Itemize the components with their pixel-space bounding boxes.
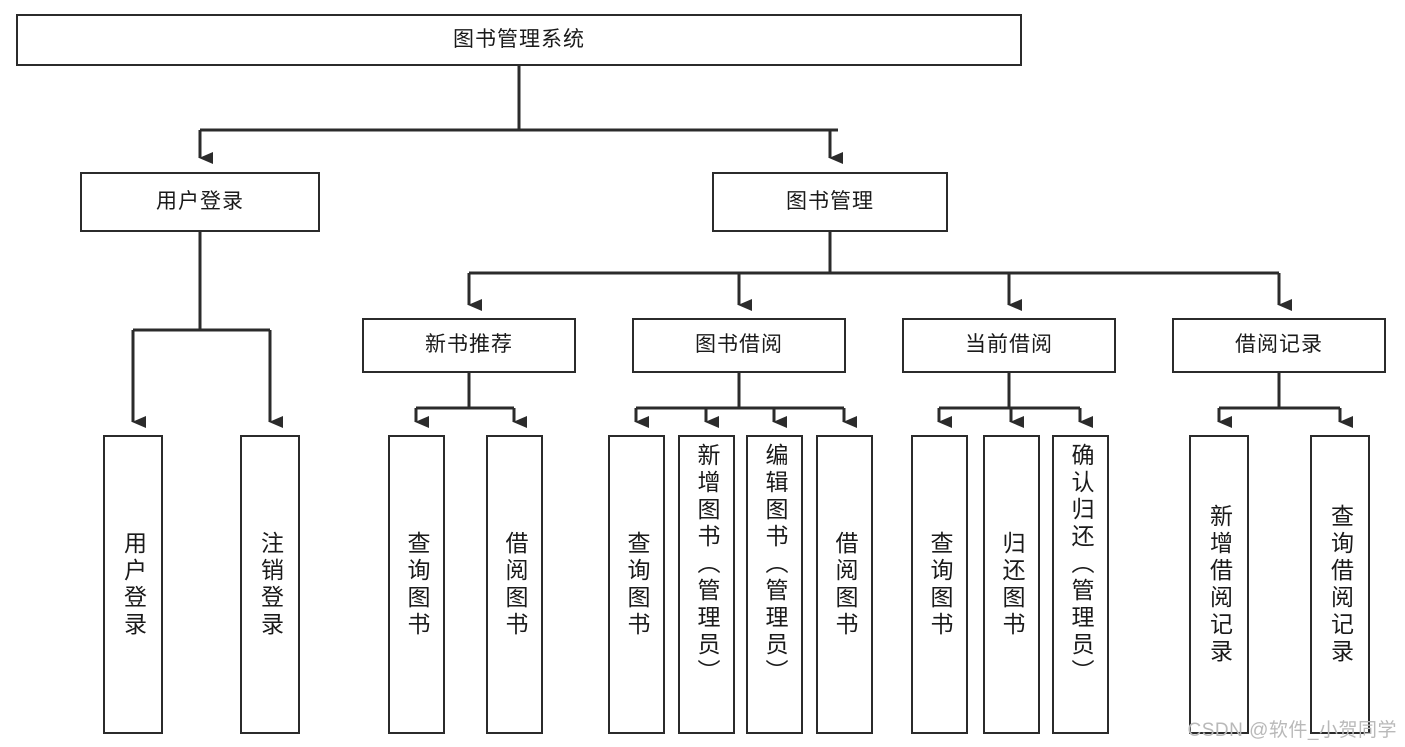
node-leaf-query-borrow-record[interactable]: 查询借阅记录 bbox=[1310, 435, 1370, 734]
node-leaf-add-borrow-record-label: 新增借阅记录 bbox=[1206, 503, 1233, 666]
node-leaf-borrow-book-1[interactable]: 借阅图书 bbox=[486, 435, 543, 734]
csdn-watermark: CSDN @软件_小贺同学 bbox=[1187, 720, 1397, 741]
node-leaf-query-book-1[interactable]: 查询图书 bbox=[388, 435, 445, 734]
node-root[interactable]: 图书管理系统 bbox=[16, 14, 1022, 66]
node-leaf-user-logout-label: 注销登录 bbox=[257, 530, 284, 639]
node-leaf-user-login[interactable]: 用户登录 bbox=[103, 435, 163, 734]
node-book-borrow-label: 图书借阅 bbox=[695, 333, 783, 357]
node-leaf-add-book-admin[interactable]: 新增图书（管理员） bbox=[678, 435, 735, 734]
node-borrow-record[interactable]: 借阅记录 bbox=[1172, 318, 1386, 373]
node-leaf-return-book-label: 归还图书 bbox=[999, 530, 1025, 639]
node-user-login-label: 用户登录 bbox=[156, 189, 244, 213]
node-leaf-query-book-2[interactable]: 查询图书 bbox=[608, 435, 665, 734]
node-leaf-user-logout[interactable]: 注销登录 bbox=[240, 435, 300, 734]
node-current-borrow-label: 当前借阅 bbox=[965, 333, 1053, 357]
node-leaf-confirm-return-admin-label: 确认归还（管理员） bbox=[1068, 443, 1094, 686]
node-current-borrow[interactable]: 当前借阅 bbox=[902, 318, 1116, 373]
node-book-manage-label: 图书管理 bbox=[786, 189, 874, 213]
node-borrow-record-label: 借阅记录 bbox=[1235, 333, 1323, 357]
node-leaf-add-book-admin-label: 新增图书（管理员） bbox=[694, 443, 720, 686]
node-leaf-user-login-label: 用户登录 bbox=[120, 530, 147, 639]
node-leaf-edit-book-admin[interactable]: 编辑图书（管理员） bbox=[746, 435, 803, 734]
node-leaf-borrow-book-2[interactable]: 借阅图书 bbox=[816, 435, 873, 734]
node-leaf-query-borrow-record-label: 查询借阅记录 bbox=[1327, 503, 1354, 666]
node-book-borrow[interactable]: 图书借阅 bbox=[632, 318, 846, 373]
node-book-manage[interactable]: 图书管理 bbox=[712, 172, 948, 232]
node-leaf-query-book-2-label: 查询图书 bbox=[624, 530, 650, 639]
node-leaf-query-book-1-label: 查询图书 bbox=[404, 530, 430, 639]
node-leaf-borrow-book-1-label: 借阅图书 bbox=[502, 530, 528, 639]
node-leaf-add-borrow-record[interactable]: 新增借阅记录 bbox=[1189, 435, 1249, 734]
node-leaf-borrow-book-2-label: 借阅图书 bbox=[832, 530, 858, 639]
node-leaf-return-book[interactable]: 归还图书 bbox=[983, 435, 1040, 734]
node-user-login[interactable]: 用户登录 bbox=[80, 172, 320, 232]
node-leaf-edit-book-admin-label: 编辑图书（管理员） bbox=[762, 443, 788, 686]
node-root-label: 图书管理系统 bbox=[453, 27, 585, 51]
node-new-book-recommend-label: 新书推荐 bbox=[425, 333, 513, 357]
node-leaf-confirm-return-admin[interactable]: 确认归还（管理员） bbox=[1052, 435, 1109, 734]
node-leaf-query-book-3-label: 查询图书 bbox=[927, 530, 953, 639]
node-leaf-query-book-3[interactable]: 查询图书 bbox=[911, 435, 968, 734]
node-new-book-recommend[interactable]: 新书推荐 bbox=[362, 318, 576, 373]
